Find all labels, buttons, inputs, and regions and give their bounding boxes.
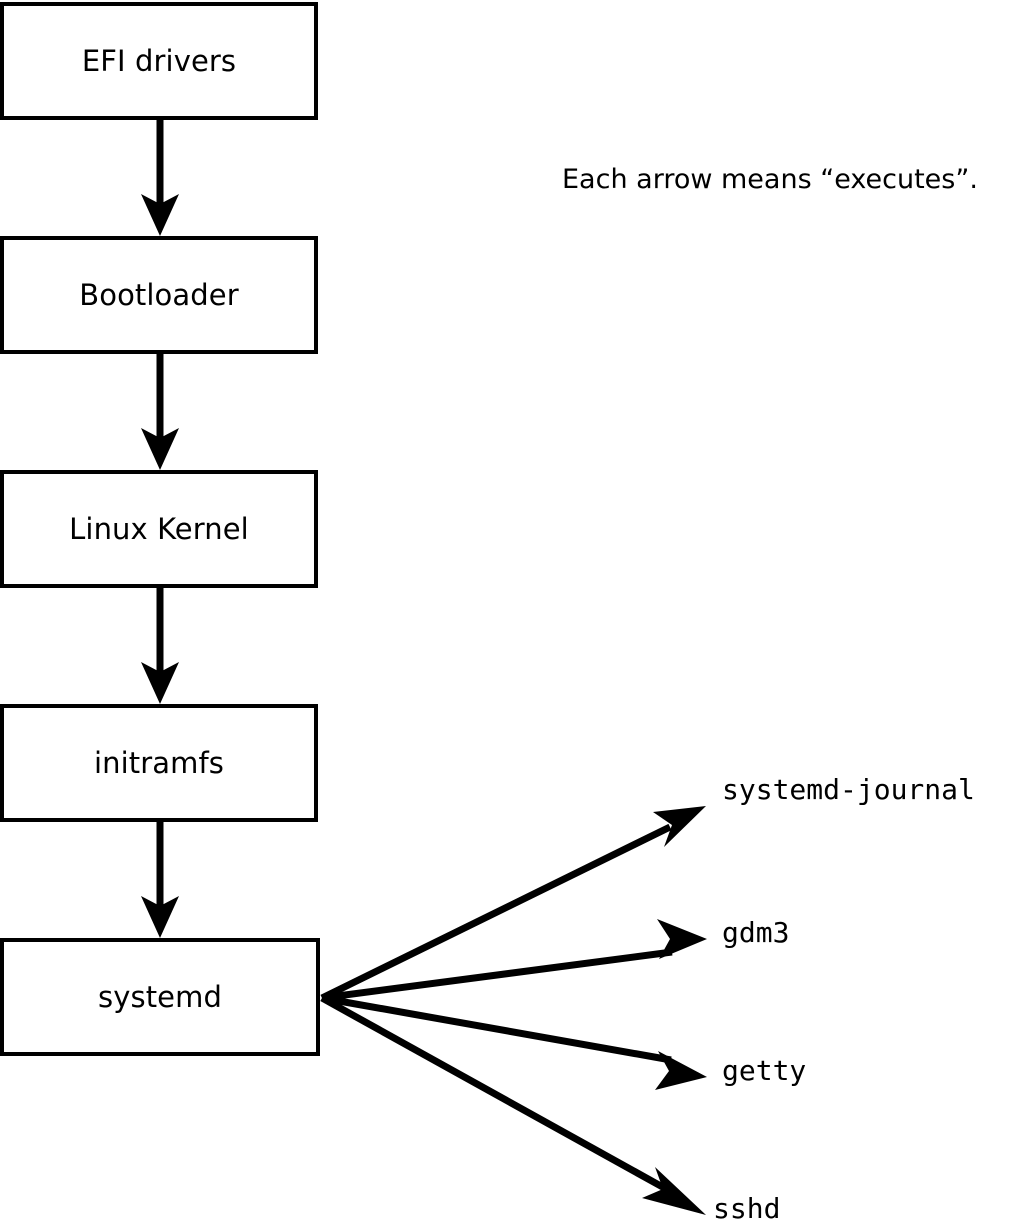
chain-arrow-kernel-to-initramfs [141, 588, 179, 704]
stage-box-initramfs[interactable]: initramfs [0, 704, 318, 822]
service-label-getty: getty [722, 1054, 807, 1087]
service-label-systemd-journal: systemd-journal [722, 773, 975, 806]
fanout-arrow-systemd-journal [320, 806, 706, 1002]
fanout-arrow-gdm3 [321, 919, 707, 1002]
diagram-caption-note: Each arrow means “executes”. [562, 164, 978, 195]
stage-box-linux-kernel[interactable]: Linux Kernel [0, 470, 318, 588]
stage-label-systemd: systemd [98, 979, 222, 1014]
chain-arrow-initramfs-to-systemd [141, 822, 179, 938]
chain-arrow-bootloader-to-kernel [141, 354, 179, 470]
service-label-gdm3: gdm3 [722, 916, 790, 949]
service-label-sshd: sshd [713, 1192, 781, 1225]
stage-box-bootloader[interactable]: Bootloader [0, 236, 318, 354]
stage-label-linux-kernel: Linux Kernel [69, 511, 249, 546]
fanout-arrow-sshd [320, 994, 706, 1215]
stage-label-bootloader: Bootloader [79, 277, 239, 312]
stage-label-efi-drivers: EFI drivers [81, 43, 237, 78]
chain-arrow-efi-to-bootloader [141, 120, 179, 236]
stage-box-efi-drivers[interactable]: EFI drivers [0, 2, 318, 120]
fanout-arrow-getty [321, 994, 707, 1090]
stage-label-initramfs: initramfs [93, 745, 225, 780]
stage-box-systemd[interactable]: systemd [0, 938, 320, 1056]
